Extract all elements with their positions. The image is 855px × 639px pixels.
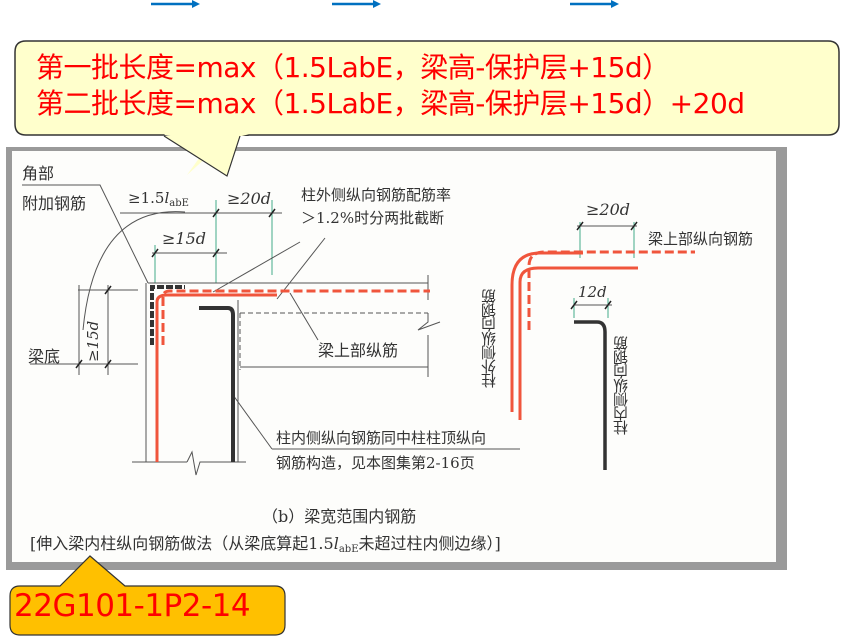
corner-additional-bar (150, 285, 185, 345)
dim-prefix: ≥1.5 (128, 189, 165, 207)
corner-label-line1: 角部 (22, 164, 55, 183)
caption-sub: abE (338, 544, 359, 555)
leader-inner (232, 394, 273, 450)
right-dim-12d-label: 12d (578, 283, 607, 301)
right-beam-top-bar-label: 梁上部纵向钢筋 (648, 230, 754, 248)
leader-outer-1 (212, 241, 301, 293)
dim-20d-label: ≥20d (227, 189, 272, 208)
dim-15d-vertical-label: ≥15d (84, 320, 102, 362)
outer-bar-note-line1: 柱外侧纵向钢筋配筋率 (301, 186, 452, 204)
caption-prefix: [伸入梁内柱纵向钢筋做法（从梁底算起1.5 (30, 534, 334, 553)
formula-callout-bubble (14, 40, 840, 136)
inner-bar-note-line1: 柱内侧纵向钢筋同中柱柱顶纵向 (276, 429, 487, 447)
construction-lines (22, 184, 637, 476)
outer-bar-batch-2 (161, 289, 430, 345)
beam-top-bar-label: 梁上部纵筋 (318, 341, 399, 360)
corner-label-line2: 附加钢筋 (22, 194, 87, 213)
right-inner-column-bar-label: 柱内侧纵向钢筋 (612, 337, 630, 435)
arrow-right-icon (151, 0, 200, 8)
right-outer-column-bar-label: 柱外侧纵向钢筋 (480, 290, 498, 388)
reference-callout-bubble (9, 555, 286, 636)
formula-callout-tail (163, 134, 241, 177)
leader-outer-2 (276, 237, 326, 300)
caption-l: l (333, 534, 339, 553)
caption-title: （b）梁宽范围内钢筋 (262, 507, 417, 526)
dim-15d-label: ≥15d (162, 229, 207, 248)
caption-suffix: 未超过柱内侧边缘）] (358, 534, 501, 553)
dim-l: l (164, 189, 170, 207)
outer-bar-note-line2: ＞1.2%时分两批截断 (301, 209, 445, 227)
corner-bar-leader (22, 184, 149, 284)
outer-bar-batch-1 (155, 293, 277, 462)
caption-subtitle: [伸入梁内柱纵向钢筋做法（从梁底算起1.5labE未超过柱内侧边缘）] (30, 530, 501, 555)
beam-bottom-label: 梁底 (28, 347, 61, 366)
inner-bar-note-line2: 钢筋构造，见本图集第2-16页 (276, 454, 475, 472)
arrow-right-icon (332, 0, 381, 8)
arrow-right-icon (570, 0, 619, 8)
leader-beam-top (289, 292, 319, 341)
dim-sub: abE (169, 198, 189, 209)
right-dim-20d-label: ≥20d (586, 200, 631, 219)
dim-15labe-label: ≥1.5labE (128, 189, 189, 209)
corner-arc (82, 211, 186, 331)
reference-text: 22G101-1P2-14 (14, 588, 251, 624)
inner-column-bar (199, 306, 235, 462)
reference-callout: 22G101-1P2-14 (0, 554, 290, 636)
